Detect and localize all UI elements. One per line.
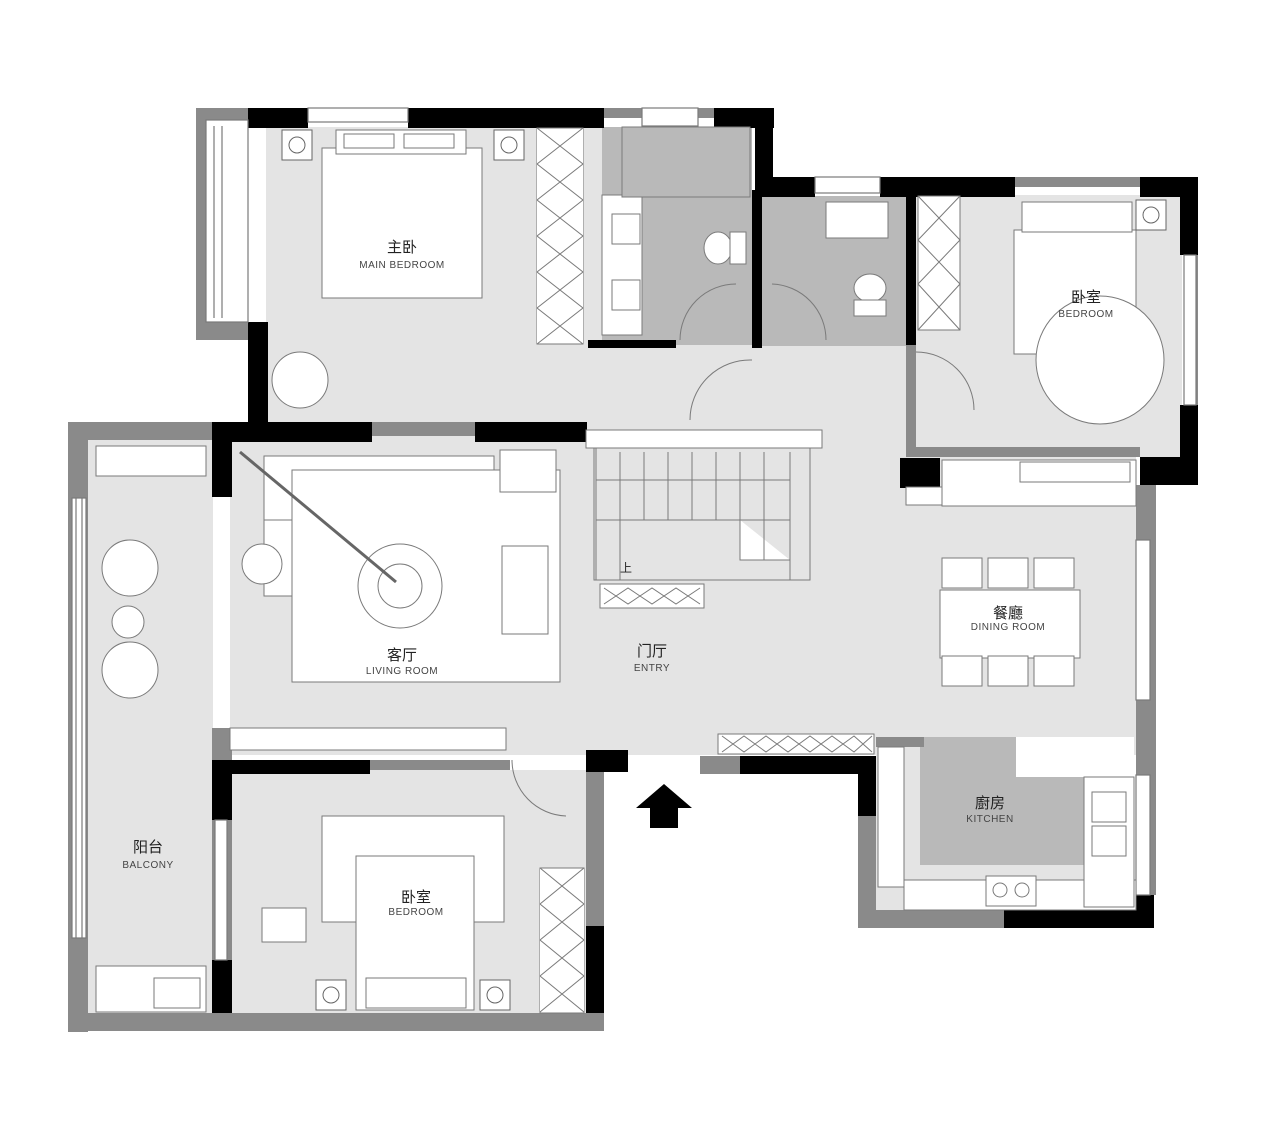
kitchen-counter-clear [1016,737,1134,777]
living-room-label-en: LIVING ROOM [366,666,438,677]
room-labels: 主卧 MAIN BEDROOM 卧室 BEDROOM 客厅 LIVING ROO… [122,238,1113,918]
dining-table [939,589,1081,659]
round-rug [1035,295,1165,425]
master-bedroom-label: 主卧 [387,238,417,256]
kitchen-label: 廚房 [975,794,1005,812]
windows [71,107,1197,961]
dining-room-label-en: DINING ROOM [971,622,1045,633]
living-room-label: 客厅 [387,646,417,664]
bedroom-s-label-en: BEDROOM [388,907,443,918]
kitchen-label-en: KITCHEN [966,814,1013,825]
stair-up-label: 上 [620,561,632,575]
bedroom-s-label: 卧室 [401,888,431,906]
master-wardrobe [536,127,584,345]
master-bed [321,147,483,299]
master-bedroom-label-en: MAIN BEDROOM [359,260,444,271]
entry-label: 门厅 [637,642,667,660]
up-arrow-icon [636,784,692,828]
furniture [95,126,1165,1014]
walls [212,108,1198,1031]
balcony-label-en: BALCONY [122,860,173,871]
entry-label-en: ENTRY [634,663,670,674]
bedroom-ne-label: 卧室 [1071,288,1101,306]
dining-room-label: 餐廳 [993,604,1023,622]
balcony-label: 阳台 [133,838,163,856]
toilet-icon [703,231,733,265]
ceiling-lamp-icon [281,129,1167,1011]
tv-console [501,545,549,635]
door-swings [511,283,975,817]
bedroom-ne-label-en: BEDROOM [1058,309,1113,320]
